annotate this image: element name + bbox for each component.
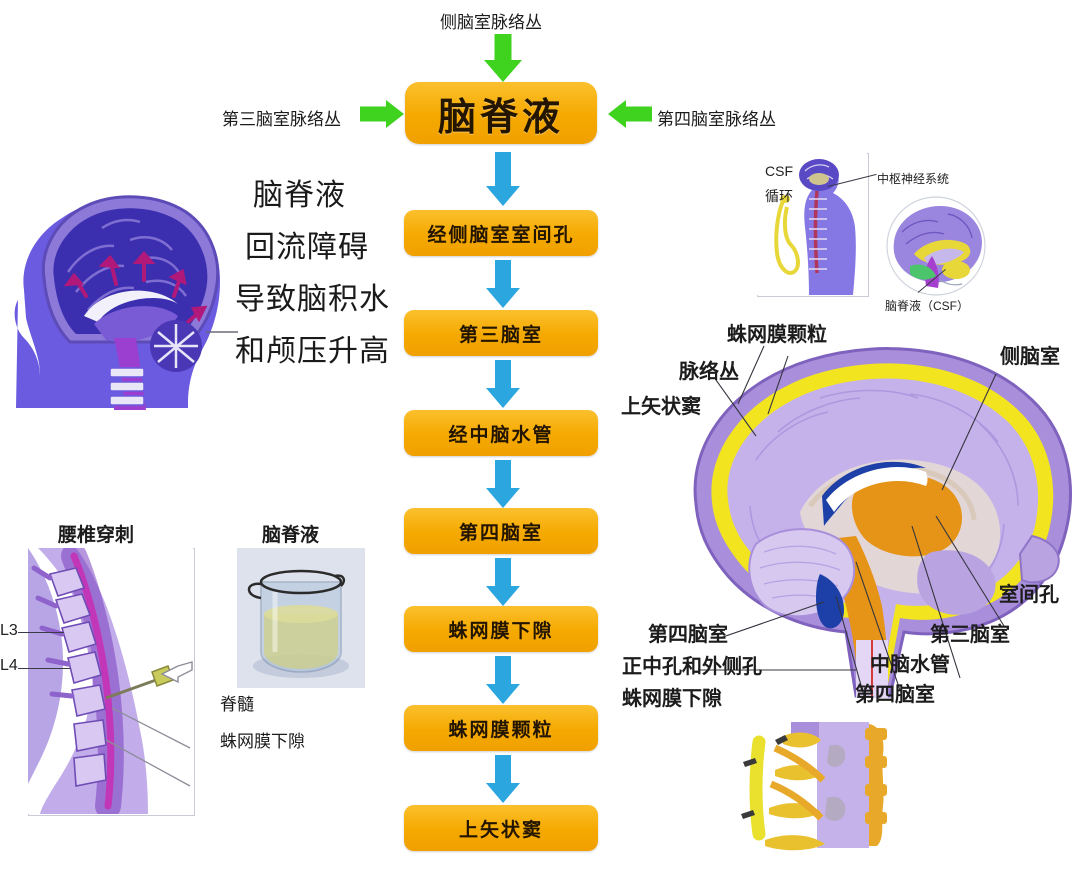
- flow-step-4[interactable]: 第四脑室: [404, 508, 598, 554]
- brain-sagittal-section: [693, 345, 1072, 698]
- flow-main-box-csf[interactable]: 脑脊液: [405, 82, 597, 144]
- left-note-line-2: 回流障碍: [245, 231, 369, 264]
- flow-step-3[interactable]: 经中脑水管: [404, 410, 598, 456]
- left-note-line-1: 脑脊液: [253, 179, 346, 212]
- flow-step-6[interactable]: 蛛网膜颗粒: [404, 705, 598, 751]
- label-third-ventricle-choroid-plexus: 第三脑室脉络丛: [222, 110, 341, 129]
- label-fourth-ventricle-choroid-plexus: 第四脑室脉络丛: [657, 110, 776, 129]
- label-arachnoid-granulation: 蛛网膜颗粒: [727, 324, 827, 346]
- green-arrow-top: [483, 34, 523, 82]
- flow-step-2[interactable]: 第三脑室: [404, 310, 598, 356]
- beaker-panel-title: 脑脊液: [262, 525, 320, 546]
- lumbar-panel-title: 腰椎穿刺: [58, 525, 135, 546]
- label-fourth-ventricle-right: 第四脑室: [855, 684, 935, 706]
- brain-magnifier-inset: [886, 196, 986, 296]
- left-note-line-4: 和颅压升高: [235, 335, 390, 368]
- label-subarachnoid-space-lumbar: 蛛网膜下隙: [220, 732, 305, 751]
- label-central-nervous-system: 中枢神经系统: [877, 172, 950, 186]
- label-cerebral-aqueduct: 中脑水管: [870, 654, 950, 676]
- csf-inset-title-line1: CSF: [765, 163, 793, 179]
- lumbar-puncture-illustration: [28, 548, 193, 814]
- label-fourth-ventricle-left: 第四脑室: [648, 624, 728, 646]
- blue-arrow-6: [483, 656, 523, 704]
- label-choroid-plexus: 脉络丛: [679, 361, 739, 383]
- label-lateral-ventricle-choroid-plexus: 侧脑室脉络丛: [440, 13, 542, 32]
- label-median-lateral-apertures: 正中孔和外侧孔: [622, 656, 762, 678]
- blue-arrow-5: [483, 558, 523, 606]
- blue-arrow-4: [483, 460, 523, 508]
- sagittal-head-illustration: [14, 195, 238, 410]
- label-lateral-ventricle: 侧脑室: [1000, 346, 1060, 368]
- green-arrow-left: [360, 100, 404, 128]
- label-l4: L4: [0, 657, 18, 674]
- label-csf-fluid: 脑脊液（CSF）: [885, 299, 970, 313]
- flow-step-1[interactable]: 经侧脑室室间孔: [404, 210, 598, 256]
- label-superior-sagittal-sinus: 上矢状窦: [621, 396, 701, 418]
- csf-beaker-illustration: [237, 548, 365, 688]
- spinal-cord-detail-inset: [735, 722, 950, 874]
- flow-step-5[interactable]: 蛛网膜下隙: [404, 606, 598, 652]
- blue-arrow-7: [483, 755, 523, 803]
- blue-arrow-2: [483, 260, 523, 308]
- label-spinal-cord: 脊髓: [220, 695, 254, 714]
- blue-arrow-3: [483, 360, 523, 408]
- left-note-line-3: 导致脑积水: [235, 283, 390, 316]
- label-interventricular-foramen: 室间孔: [999, 584, 1059, 606]
- blue-arrow-1: [483, 152, 523, 206]
- label-third-ventricle: 第三脑室: [930, 624, 1010, 646]
- label-subarachnoid-space-brain: 蛛网膜下隙: [622, 688, 722, 710]
- flow-step-7[interactable]: 上矢状窦: [404, 805, 598, 851]
- csf-circulation-figure: [757, 153, 867, 295]
- csf-inset-title-line2: 循环: [765, 188, 793, 204]
- label-l3: L3: [0, 622, 18, 639]
- green-arrow-right: [608, 100, 652, 128]
